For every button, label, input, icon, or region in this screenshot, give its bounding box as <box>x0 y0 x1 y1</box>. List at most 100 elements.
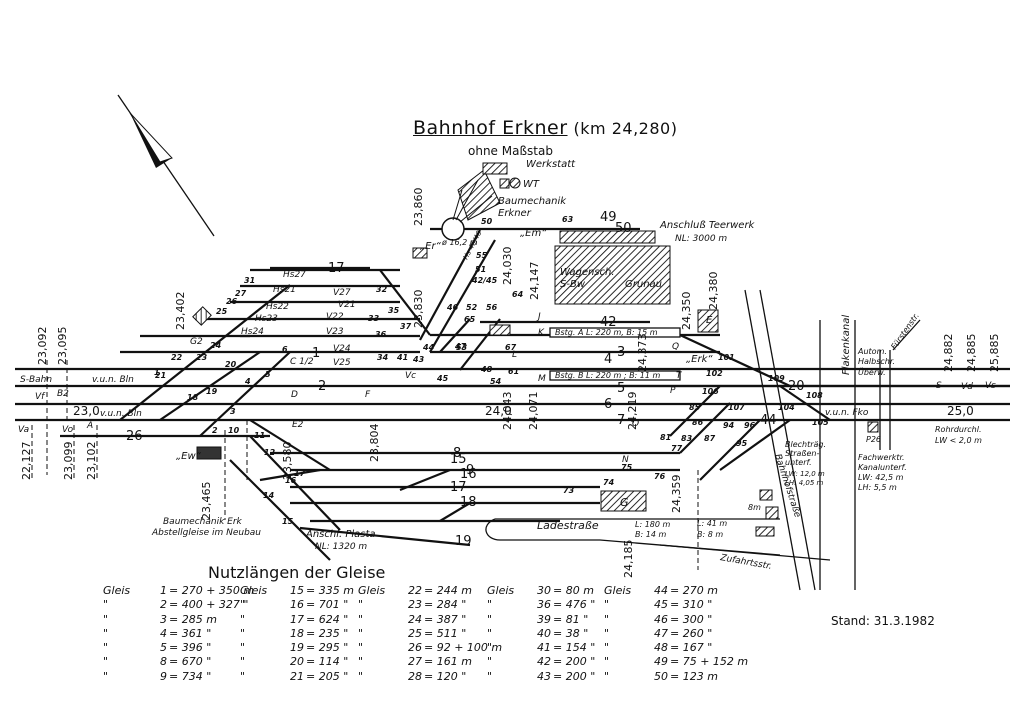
switch-number: 5 <box>265 370 271 379</box>
switch-number: 21 <box>155 371 166 380</box>
track-number: 6 <box>604 397 612 412</box>
switch-number: 6 <box>282 345 288 354</box>
signal-label: Vo <box>62 425 74 435</box>
switch-number: 19 <box>206 387 218 396</box>
km-post: 23,804 <box>368 424 381 463</box>
signal-label: K <box>538 328 545 338</box>
switch-number: 14 <box>263 491 275 500</box>
switch-number: 15 <box>282 517 294 526</box>
switch-number: 67 <box>505 343 517 352</box>
fuerstenstr <box>892 319 921 351</box>
legend-row: "43= 200 " <box>487 669 596 683</box>
km-post: 24,885 <box>965 334 978 373</box>
track-19 <box>299 526 471 547</box>
g-building <box>600 490 647 512</box>
switch-number: 105 <box>812 418 829 427</box>
switch-number: 33 <box>368 314 380 323</box>
turntable-label: ø 16,2 m <box>441 238 478 247</box>
switch-number: 35 <box>388 306 400 315</box>
fachwerk-2: Kanalunterf. <box>858 463 907 472</box>
signal-label: Vf <box>35 392 46 402</box>
zufahrtsstr <box>659 544 831 561</box>
blechtraeg-4: LW: 12,0 m <box>785 470 825 478</box>
switch-number: 32 <box>376 285 388 294</box>
switch-number: 37 <box>400 322 412 331</box>
autom-2: Halbschr. <box>858 357 895 366</box>
ladestrasse-road <box>485 518 781 556</box>
switch-number: 55 <box>476 251 488 260</box>
signal-label: T <box>676 371 683 381</box>
switch-number: 11 <box>254 431 265 440</box>
rohr-2: LW < 2,0 m <box>935 436 982 445</box>
signal-label: Hs23 <box>255 314 278 324</box>
track-number: 42 <box>600 315 617 330</box>
switch-number: 50 <box>481 217 493 226</box>
signal-label: V24 <box>333 344 351 354</box>
e-building <box>697 309 719 333</box>
signals: Vf B2 Va Vo A G2 C 1/2 D E2 F Vc Hs27 Hs… <box>18 229 996 465</box>
baumechanik-erk-2: Abstellgleise im Neubau <box>151 528 261 538</box>
track-number: 7 <box>617 413 625 428</box>
switch-number: 76 <box>654 472 666 481</box>
legend-row: "9= 734 " <box>103 669 212 683</box>
km-post: 22,127 <box>20 442 33 481</box>
blechtraeg-2: Straßen- <box>785 449 819 458</box>
switch-number: 20 <box>225 360 237 369</box>
switch-number: 65 <box>464 315 476 324</box>
switch-number: 64 <box>512 290 524 299</box>
switch-number: 3 <box>230 407 236 416</box>
km-240: 24,0 <box>485 404 512 418</box>
rampe-l: L: 41 m <box>697 519 727 528</box>
signal-label: N <box>622 455 629 465</box>
sbw-building <box>554 245 671 305</box>
km-post: 24,373 <box>636 334 649 373</box>
fachwerk-3: LW: 42,5 m <box>858 473 904 482</box>
signal-label: Vd <box>961 382 973 392</box>
blechtraeg-3: unterf. <box>785 458 812 467</box>
switch-number: 81 <box>660 433 671 442</box>
page-title: Bahnhof Erkner(km 24,280) <box>413 117 677 139</box>
signal-label: Hs27 <box>283 270 306 280</box>
teerwerk-nl: NL: 3000 m <box>675 234 727 244</box>
switch-number: 52 <box>466 303 478 312</box>
legend-row: "4= 361 " <box>103 626 212 640</box>
track-number: 8 <box>453 446 461 461</box>
buildings <box>192 162 879 537</box>
switch-number: 48 <box>480 365 493 374</box>
vun-fko: v.u.n. Fko <box>825 408 869 418</box>
signal-label: Q <box>672 342 679 352</box>
platforms <box>196 327 681 460</box>
legend-row: "41= 154 " <box>487 641 596 655</box>
p26-label: P26 <box>866 435 881 444</box>
switch-number: 101 <box>718 353 735 362</box>
switch-number: 77 <box>671 444 683 453</box>
switch-number: 95 <box>736 439 748 448</box>
signal-label: V21 <box>338 300 356 310</box>
track-number: 17 <box>328 261 345 276</box>
km-post: 23,099 <box>62 442 75 481</box>
km-250: 25,0 <box>947 404 974 418</box>
switch-number: 107 <box>728 403 745 412</box>
signal-label: G2 <box>190 337 203 347</box>
signal-label: V23 <box>326 327 344 337</box>
switch-number: 31 <box>244 276 255 285</box>
baumechanik-label-1: Baumechanik <box>498 196 567 207</box>
legend-row: "42= 200 " <box>487 655 596 669</box>
track-number: 18 <box>460 495 477 510</box>
switch-number: 18 <box>187 393 199 402</box>
km-post: 24,219 <box>626 392 639 431</box>
flakenkanal-label: Flakenkanal <box>841 315 852 375</box>
switch-number: 12 <box>264 448 276 457</box>
bm-label: 8m <box>748 503 761 512</box>
km-post: 23,092 <box>36 327 49 366</box>
legend-row: "46= 300 " <box>604 612 713 626</box>
signal-label: Hs22 <box>266 302 289 312</box>
switch-number: 26 <box>226 297 238 306</box>
ladestrasse-label: Ladestraße <box>537 519 599 532</box>
switch-number: 56 <box>486 303 498 312</box>
